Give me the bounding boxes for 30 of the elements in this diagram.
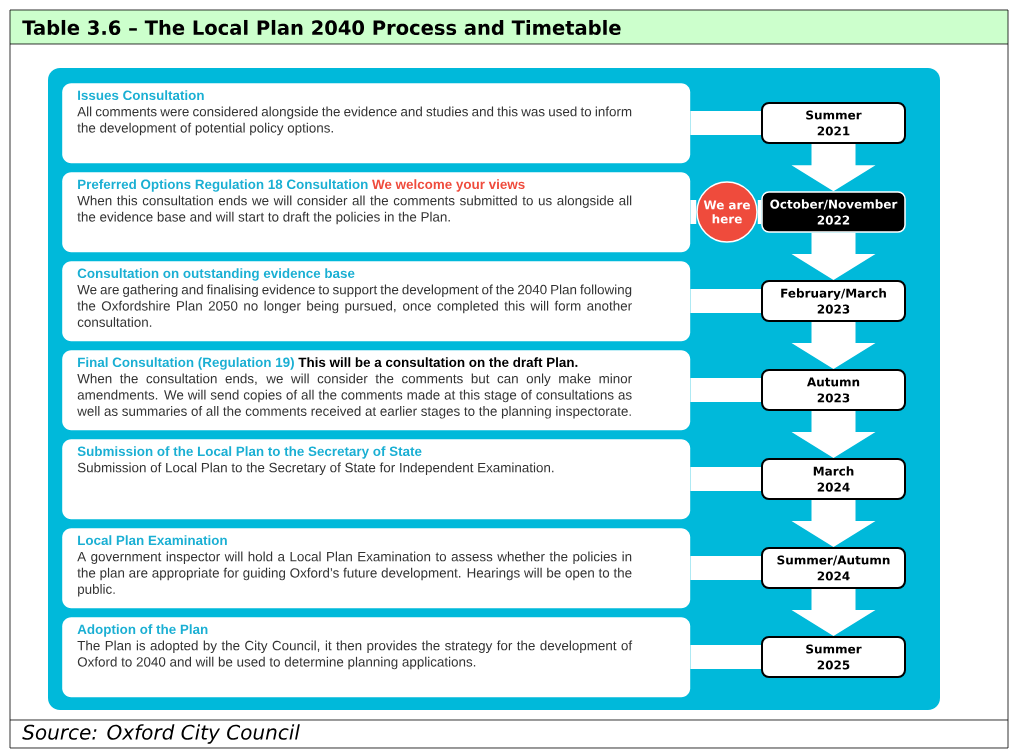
connector-bar	[690, 556, 761, 581]
connector-bar	[690, 645, 762, 670]
down-arrow	[791, 411, 876, 458]
source-note: Source: Oxford City Council	[22, 724, 300, 744]
connector-bar	[690, 467, 761, 492]
date-box: March 2024	[761, 458, 906, 500]
date-box: Summer 2021	[761, 102, 906, 144]
connector-bar	[690, 378, 761, 403]
connector-bar	[690, 289, 761, 314]
stage-card: Local Plan Examination A government inspector will hold a Local Plan Examination to assess whether the policies in the plan are appropriate for guiding Oxford’s future development. Hearings will be open to the public.	[62, 528, 691, 609]
date-box: Summer 2025	[761, 636, 906, 678]
connector-bar	[690, 200, 697, 224]
stage-card: Submission of the Local Plan to the Secretary of State Submission of Local Plan to the Secretary of State for Independent Examination.	[62, 439, 691, 520]
down-arrow	[791, 232, 876, 280]
date-box: Summer/Autumn 2024	[761, 547, 906, 589]
stage-card: Adoption of the Plan The Plan is adopted by the City Council, it then provides the strategy for the development of Oxford to 2040 and will be used to determine planning applications.	[62, 617, 691, 698]
stage-card: Consultation on outstanding evidence base We are gathering and finalising evidence to support the development of the 2040 Plan following the Oxfordshire Plan 2050 no longer being pursued, once completed this will form another consultation.	[62, 261, 691, 342]
date-box: October/November 2022	[761, 191, 906, 233]
stage-card: Final Consultation (Regulation 19) This will be a consultation on the draft Plan. When the consultation ends, we will consider the comments but can only make minor amendments. We will send copies of all the comments made at this stage of consultations as well as summaries of all the comments received at earlier stages to the planning inspectorate.	[62, 350, 691, 431]
down-arrow	[791, 322, 876, 369]
stage-card: Issues Consultation All comments were considered alongside the evidence and studies and this was used to inform the development of potential policy options.	[62, 83, 691, 164]
date-box: Autumn 2023	[761, 369, 906, 411]
down-arrow	[791, 589, 876, 636]
connector-bar	[690, 111, 761, 136]
table-title: Table 3.6 – The Local Plan 2040 Process and Timetable	[22, 19, 621, 36]
stage-card: Preferred Options Regulation 18 Consultation We welcome your views When this consultation ends we will consider all the comments submitted to us alongside all the evidence base and will start to draft the policies in the Plan.	[62, 172, 691, 253]
down-arrow	[791, 144, 876, 192]
connector-bar	[757, 200, 762, 224]
down-arrow	[791, 500, 876, 547]
date-box: February/March 2023	[761, 280, 906, 322]
